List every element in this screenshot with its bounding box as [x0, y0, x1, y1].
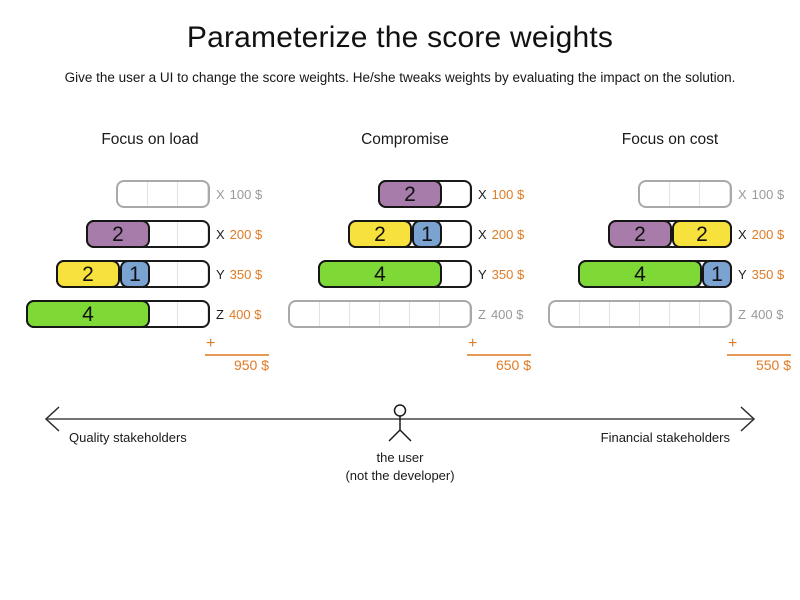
page-subtitle: Give the user a UI to change the score w… — [64, 70, 736, 85]
row-label: X 100 $ — [738, 180, 784, 208]
sum-line — [467, 354, 531, 356]
row-label: X 100 $ — [478, 180, 524, 208]
weight-block: 1 — [412, 220, 442, 248]
weight-bar: 2 1 — [348, 220, 472, 248]
constraint-letter: Y — [478, 266, 487, 282]
constraint-price: 200 $ — [751, 226, 785, 242]
row-label: Z 400 $ — [738, 300, 784, 328]
constraint-letter: Y — [216, 266, 225, 282]
weight-bar: 2 — [86, 220, 210, 248]
weight-block: 1 — [702, 260, 732, 288]
sum-block: + 950 $ — [205, 335, 269, 378]
weight-bar — [116, 180, 210, 208]
constraint-price: 100 $ — [751, 186, 785, 202]
plus-sign: + — [468, 335, 478, 352]
weight-block: 2 — [86, 220, 150, 248]
row-label: X 200 $ — [216, 220, 262, 248]
plus-sign: + — [728, 335, 738, 352]
constraint-letter: X — [478, 226, 487, 242]
weight-bar: 2 — [378, 180, 472, 208]
sum-line — [205, 354, 269, 356]
scenario-title-focus-on-cost: Focus on cost — [621, 131, 719, 148]
right-arrowhead-icon — [740, 406, 756, 432]
weight-block: 2 — [608, 220, 672, 248]
constraint-price: 100 $ — [491, 186, 525, 202]
weight-block: 4 — [26, 300, 150, 328]
constraint-letter: X — [738, 226, 747, 242]
row-label: X 100 $ — [216, 180, 262, 208]
scenario-title-compromise: Compromise — [361, 131, 449, 148]
constraint-price: 200 $ — [229, 226, 263, 242]
constraint-letter: X — [216, 226, 225, 242]
row-label: Z 400 $ — [478, 300, 524, 328]
row-label: Z 400 $ — [216, 300, 262, 328]
weight-block: 4 — [578, 260, 702, 288]
weight-block: 2 — [378, 180, 442, 208]
constraint-price: 100 $ — [229, 186, 263, 202]
constraint-price: 350 $ — [229, 266, 263, 282]
sum-total: 550 $ — [755, 357, 791, 373]
sum-total: 650 $ — [495, 357, 531, 373]
sum-line — [727, 354, 791, 356]
weight-block: 2 — [56, 260, 120, 288]
user-label-line2: (not the developer) — [345, 468, 455, 483]
user-stick-figure-icon — [388, 404, 412, 442]
row-label: X 200 $ — [738, 220, 784, 248]
row-label: Y 350 $ — [478, 260, 524, 288]
weight-bar: 4 — [318, 260, 472, 288]
constraint-price: 400 $ — [750, 306, 784, 322]
quality-stakeholders-label: Quality stakeholders — [69, 430, 187, 445]
weight-bar — [288, 300, 472, 328]
financial-stakeholders-label: Financial stakeholders — [600, 430, 730, 445]
row-label: Y 350 $ — [216, 260, 262, 288]
stakeholder-axis — [44, 404, 756, 442]
weight-bar — [638, 180, 732, 208]
weight-bar: 4 — [26, 300, 210, 328]
left-arrowhead-icon — [44, 406, 60, 432]
constraint-price: 400 $ — [228, 306, 262, 322]
constraint-price: 350 $ — [751, 266, 785, 282]
constraint-letter: Z — [216, 306, 224, 322]
constraint-letter: X — [738, 186, 747, 202]
row-label: Y 350 $ — [738, 260, 784, 288]
weight-block: 2 — [672, 220, 732, 248]
row-label: X 200 $ — [478, 220, 524, 248]
sum-block: + 550 $ — [727, 335, 791, 378]
sum-block: + 650 $ — [467, 335, 531, 378]
scenario-title-focus-on-load: Focus on load — [101, 131, 199, 148]
user-label-line1: the user — [376, 450, 424, 465]
constraint-letter: Z — [478, 306, 486, 322]
weight-block: 2 — [348, 220, 412, 248]
constraint-price: 400 $ — [490, 306, 524, 322]
constraint-price: 200 $ — [491, 226, 525, 242]
weight-block: 1 — [120, 260, 150, 288]
weight-bar: 4 1 — [578, 260, 732, 288]
plus-sign: + — [206, 335, 216, 352]
constraint-price: 350 $ — [491, 266, 525, 282]
constraint-letter: X — [216, 186, 225, 202]
constraint-letter: Y — [738, 266, 747, 282]
weight-bar — [548, 300, 732, 328]
weight-block: 4 — [318, 260, 442, 288]
constraint-letter: Z — [738, 306, 746, 322]
weight-bar: 2 1 — [56, 260, 210, 288]
page-title: Parameterize the score weights — [186, 21, 614, 54]
weight-bar: 2 2 — [608, 220, 732, 248]
constraint-letter: X — [478, 186, 487, 202]
sum-total: 950 $ — [233, 357, 269, 373]
